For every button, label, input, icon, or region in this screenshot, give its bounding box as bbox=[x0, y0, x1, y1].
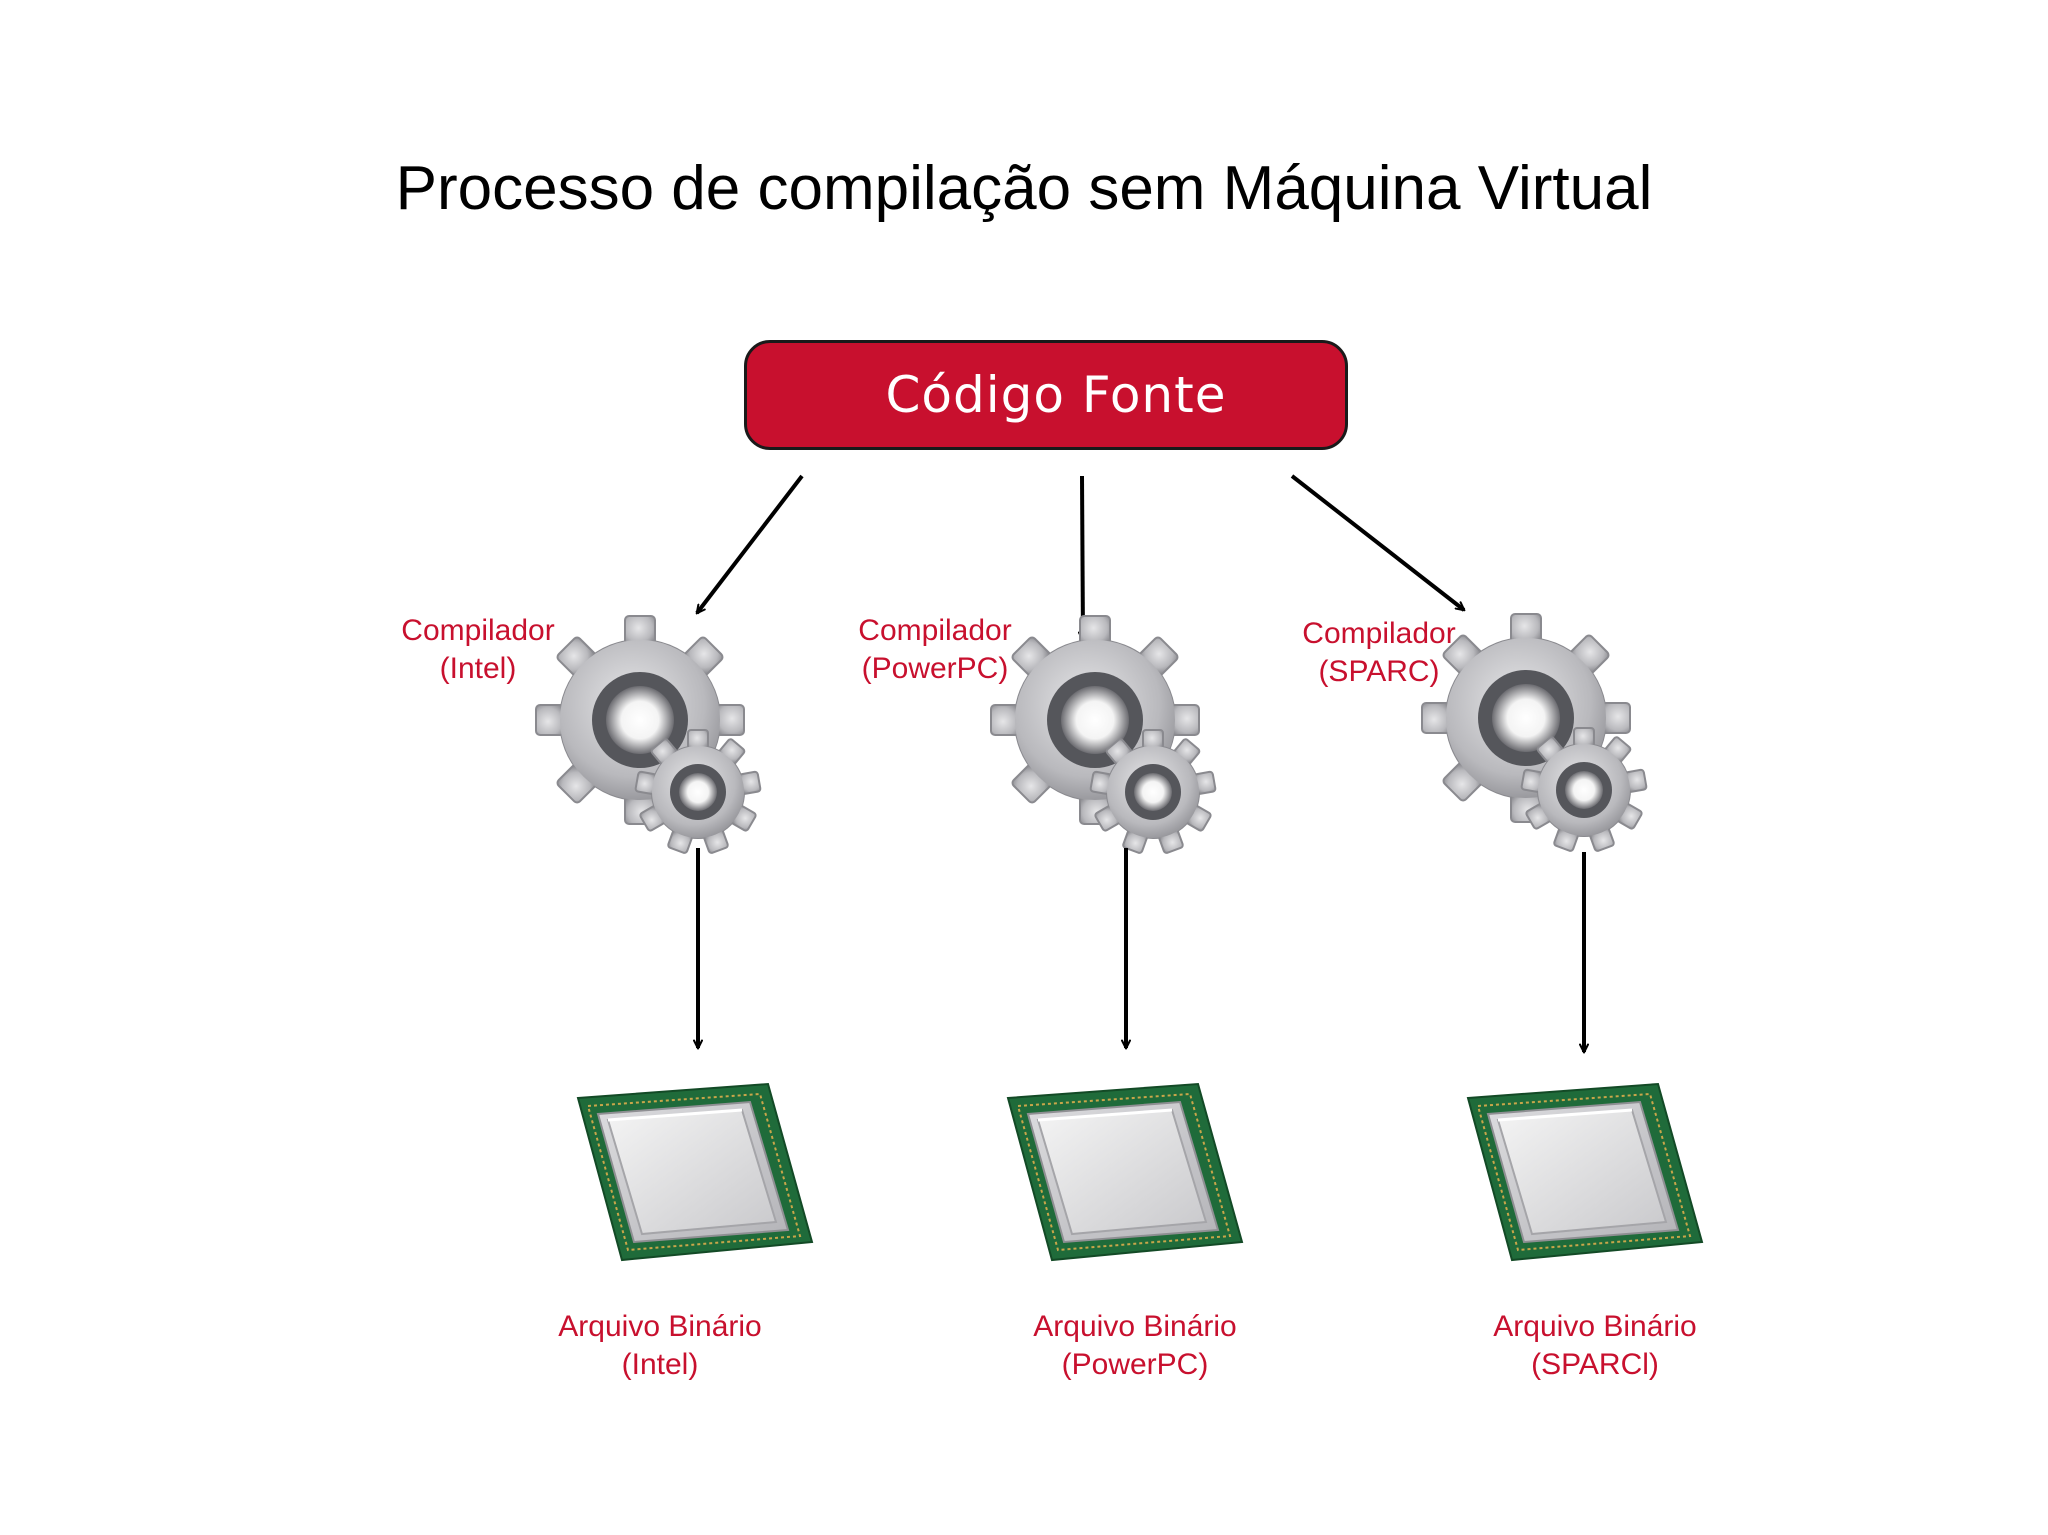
source-code-box: Código Fonte bbox=[744, 340, 1348, 450]
output-label-powerpc: Arquivo Binário (PowerPC) bbox=[1033, 1310, 1237, 1381]
gears-icon bbox=[990, 615, 1217, 855]
arrow-source-to-intel bbox=[695, 474, 804, 615]
arrow-source-to-sparc bbox=[1290, 474, 1466, 612]
output-label-intel: Arquivo Binário (Intel) bbox=[558, 1310, 762, 1381]
arrow-source-to-powerpc bbox=[1077, 475, 1088, 642]
compiler-label-powerpc: Compilador (PowerPC) bbox=[858, 614, 1012, 685]
output-label-sparc: Arquivo Binário (SPARCl) bbox=[1493, 1310, 1697, 1381]
slide-title: Processo de compilação sem Máquina Virtu… bbox=[395, 154, 1653, 223]
gears-icon bbox=[1421, 613, 1648, 853]
gears-icon bbox=[535, 615, 762, 855]
cpu-chip-icon bbox=[576, 1082, 814, 1262]
cpu-chip-icon bbox=[1006, 1082, 1244, 1262]
source-code-label: Código Fonte bbox=[885, 366, 1227, 424]
compiler-label-sparc: Compilador (SPARC) bbox=[1302, 617, 1456, 688]
compiler-label-intel: Compilador (Intel) bbox=[401, 614, 555, 685]
cpu-chip-icon bbox=[1466, 1082, 1704, 1262]
